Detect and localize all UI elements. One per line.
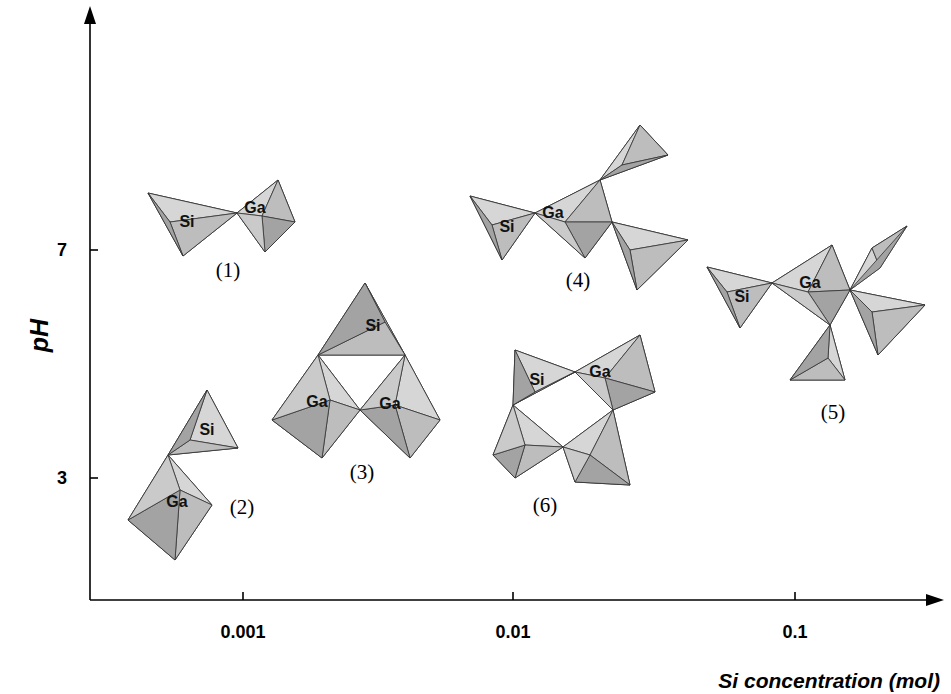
tetrahedron	[168, 390, 238, 455]
atom-label: Si	[199, 422, 214, 438]
tetrahedron-face	[622, 125, 668, 165]
atom-label: Ga	[379, 396, 400, 412]
tetrahedron	[850, 290, 925, 355]
tetrahedron-face	[850, 226, 907, 290]
tetrahedron-face	[565, 180, 612, 222]
tetrahedron-face	[128, 455, 180, 520]
tetrahedron-face	[600, 155, 668, 180]
tetrahedron-face	[272, 355, 330, 420]
tick	[512, 592, 514, 600]
axis-label: pH	[27, 318, 52, 351]
tetrahedron	[790, 325, 845, 380]
atom-label: Si	[734, 289, 749, 305]
tetrahedron	[707, 267, 772, 328]
tick-label: 3	[57, 469, 67, 487]
callout-number: (5)	[821, 402, 846, 423]
tetrahedron-face	[262, 216, 295, 252]
tetrahedron	[128, 455, 212, 560]
tetrahedron	[535, 180, 612, 258]
atom-label: Ga	[166, 494, 187, 510]
tetrahedron	[318, 283, 405, 355]
y-axis	[89, 18, 91, 600]
atom-label: Si	[365, 318, 380, 334]
tetrahedron-face	[727, 283, 772, 328]
x-axis	[90, 599, 930, 601]
tick	[794, 592, 796, 600]
atom-label: Ga	[542, 205, 563, 221]
tetrahedron	[272, 355, 360, 458]
callout-number: (3)	[350, 462, 375, 483]
tetrahedron-face	[360, 405, 410, 458]
atom-label: Si	[499, 219, 514, 235]
axis-arrowhead	[926, 594, 944, 606]
tetrahedron	[360, 355, 440, 458]
tick-label: 0.01	[495, 623, 530, 641]
tetrahedron	[575, 335, 655, 410]
tetrahedron	[850, 226, 907, 290]
tetrahedron	[772, 245, 850, 325]
tetrahedron-face	[148, 193, 183, 256]
tetrahedron-face	[262, 180, 295, 222]
atom-label: Ga	[799, 275, 820, 291]
tick-label: 7	[57, 241, 67, 259]
tick	[90, 249, 98, 251]
tetrahedron	[513, 350, 575, 405]
tetrahedron-face	[630, 240, 688, 290]
tick	[90, 477, 98, 479]
tetrahedron	[493, 405, 563, 478]
atom-label: Ga	[589, 364, 610, 380]
callout-number: (2)	[230, 497, 255, 518]
tetrahedron-face	[493, 405, 525, 455]
polyhedra	[128, 125, 925, 560]
tetrahedron-face	[237, 213, 265, 252]
tick-label: 0.001	[220, 623, 265, 641]
atom-label: Si	[179, 214, 194, 230]
axis-label: Si concentration (mol)	[718, 670, 940, 691]
axis-arrowhead	[84, 6, 96, 24]
atom-label: Ga	[244, 200, 265, 216]
tetrahedron-face	[872, 305, 925, 355]
callout-number: (1)	[216, 260, 241, 281]
tetrahedron-face	[850, 290, 878, 355]
tick-label: 0.1	[782, 623, 807, 641]
atom-label: Ga	[306, 394, 327, 410]
tetrahedron-face	[318, 283, 385, 355]
callout-number: (6)	[533, 495, 558, 516]
tetrahedron-face	[790, 325, 830, 380]
tetrahedron-face	[563, 447, 590, 482]
tick	[242, 592, 244, 600]
tetrahedron-face	[470, 196, 502, 260]
callout-number: (4)	[566, 270, 591, 291]
tetrahedron-face	[605, 378, 655, 410]
tetrahedron	[563, 410, 630, 485]
axes	[90, 18, 930, 600]
tetrahedron-face	[612, 222, 637, 290]
tetrahedron	[470, 196, 535, 260]
tetrahedron	[612, 222, 688, 290]
tetrahedron	[600, 125, 668, 180]
tetrahedron	[237, 180, 295, 252]
atom-label: Si	[529, 372, 544, 388]
tetrahedron	[148, 193, 237, 256]
